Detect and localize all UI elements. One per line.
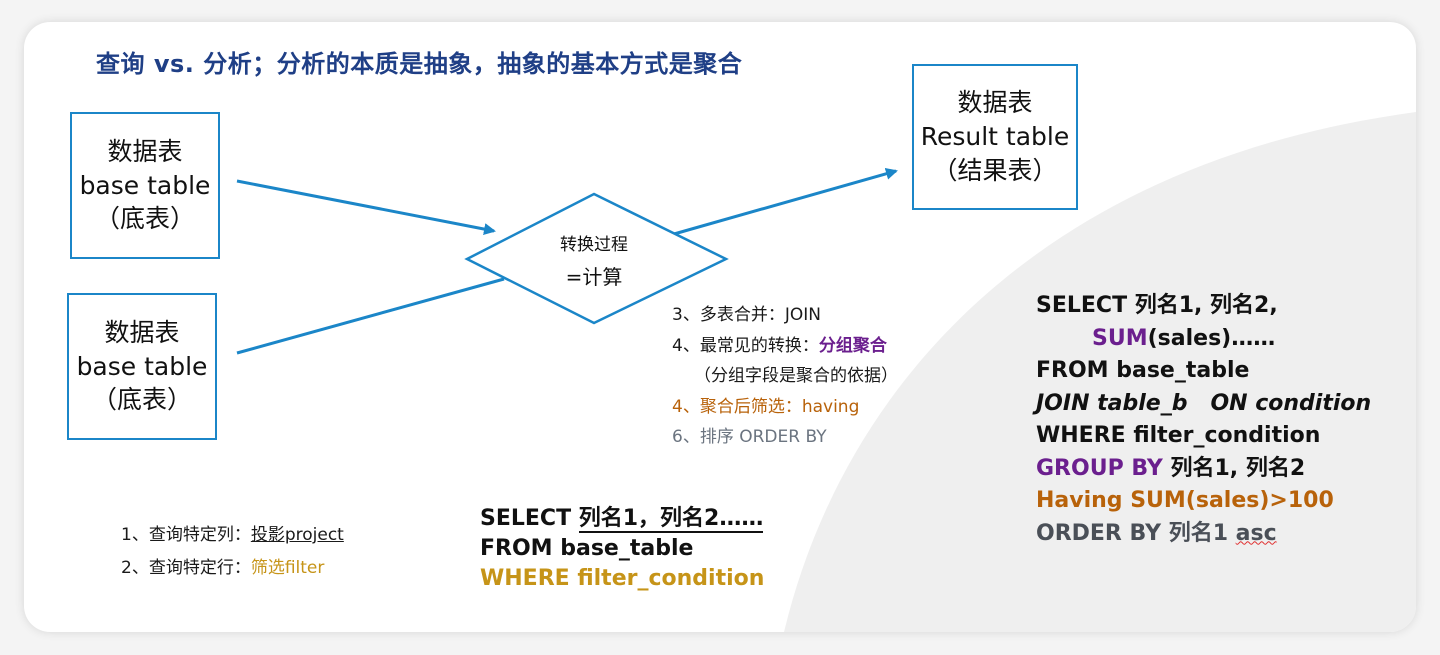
transform-line2: =计算 — [565, 265, 623, 289]
sql-full-select: SELECT 列名1, 列名2, — [1036, 293, 1278, 318]
sql-full-group-kw: GROUP BY — [1036, 455, 1163, 481]
base-table-2-line1: 数据表 — [104, 317, 180, 347]
sql-full-order-kw: ORDER BY 列名1 — [1036, 520, 1236, 546]
sql-full-group: GROUP BY 列名1, 列名2 — [1036, 453, 1371, 486]
query-item-filter-prefix: 2、查询特定行： — [121, 558, 251, 578]
base-table-1-line2: base table — [79, 170, 211, 200]
steps-list: 3、多表合并：JOIN 4、最常见的转换：分组聚合 （分组字段是聚合的依据） 4… — [672, 300, 898, 453]
sql-full-group-rest: 列名1, 列名2 — [1162, 455, 1306, 481]
query-item-project-prefix: 1、查询特定列： — [121, 525, 251, 545]
transform-label: 转换过程 =计算 — [524, 230, 664, 290]
step-group-note: （分组字段是聚合的依据） — [694, 366, 898, 386]
base-table-box-2: 数据表 base table （底表） — [67, 293, 217, 440]
transform-diamond — [464, 192, 729, 325]
step-group-highlight: 分组聚合 — [818, 335, 887, 356]
base-table-2-line3: （底表） — [91, 385, 192, 415]
base-table-2-line2: base table — [76, 351, 208, 381]
sql-simple-select-cols: 列名1，列名2…… — [578, 506, 764, 533]
step-having: 4、聚合后筛选：having — [672, 396, 860, 417]
sql-full-where: WHERE filter_condition — [1036, 423, 1321, 448]
sql-full-sum-rest: (sales)…… — [1147, 325, 1276, 351]
sql-simple-select: SELECT 列名1，列名2…… — [480, 504, 764, 534]
sql-simple-from: FROM base_table — [480, 536, 694, 561]
sql-simple-select-kw: SELECT — [480, 506, 579, 531]
sql-simple-where: WHERE filter_condition — [480, 566, 765, 591]
result-table-line3: （结果表） — [932, 155, 1058, 185]
query-list: 1、查询特定列：投影project 2、查询特定行：筛选filter — [121, 519, 344, 585]
query-item-filter-highlight: 筛选filter — [250, 558, 325, 578]
arrow-base1-to-transform — [236, 179, 496, 235]
slide: 查询 vs. 分析；分析的本质是抽象，抽象的基本方式是聚合 数据表 base t… — [24, 22, 1416, 632]
sql-full-sum-kw: SUM — [1092, 325, 1148, 351]
arrow-transform-to-result — [673, 167, 898, 236]
transform-line1: 转换过程 — [560, 235, 628, 255]
sql-full-order-dir: asc — [1235, 520, 1277, 546]
step-order-by: 6、排序 ORDER BY — [672, 427, 827, 447]
slide-title: 查询 vs. 分析；分析的本质是抽象，抽象的基本方式是聚合 — [96, 50, 743, 78]
sql-full-order: ORDER BY 列名1 asc — [1036, 518, 1371, 551]
result-table-box: 数据表 Result table （结果表） — [912, 64, 1078, 210]
background-curve — [784, 112, 1416, 632]
result-table-line2: Result table — [920, 122, 1070, 152]
query-item-project-link: 投影project — [250, 525, 344, 545]
sql-full-having: Having SUM(sales)>100 — [1036, 488, 1334, 513]
base-table-1-line3: （底表） — [94, 204, 195, 234]
base-table-box-1: 数据表 base table （底表） — [70, 112, 220, 259]
flow-diagram — [236, 167, 898, 355]
sql-full-block: SELECT 列名1, 列名2, SUM(sales)…… FROM base_… — [1036, 290, 1371, 550]
arrow-base2-to-transform — [236, 277, 505, 355]
query-item-filter: 2、查询特定行：筛选filter — [121, 552, 344, 585]
step-group-aggregate: 4、最常见的转换：分组聚合 — [672, 331, 898, 362]
sql-full-from: FROM base_table — [1036, 358, 1250, 383]
sql-simple-block: SELECT 列名1，列名2…… FROM base_table WHERE f… — [480, 504, 764, 594]
step-group-prefix: 4、最常见的转换： — [672, 335, 819, 356]
sql-full-join: JOIN table_b ON condition — [1036, 390, 1372, 416]
result-table-line1: 数据表 — [957, 88, 1033, 118]
query-item-project: 1、查询特定列：投影project — [121, 519, 344, 552]
step-join: 3、多表合并：JOIN — [672, 305, 821, 325]
base-table-1-line1: 数据表 — [107, 136, 183, 166]
sql-full-sum: SUM(sales)…… — [1036, 323, 1371, 356]
